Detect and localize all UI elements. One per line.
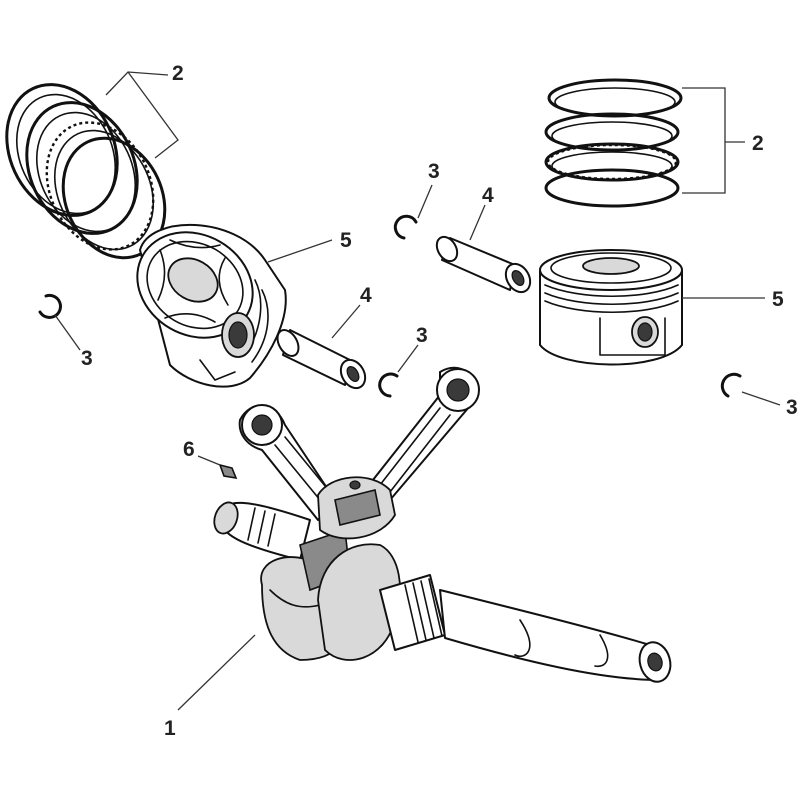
callout-pin-right: 4 — [482, 184, 494, 207]
crankshaft-assembly — [213, 366, 672, 683]
piston-left — [136, 224, 287, 388]
circlip-left — [38, 293, 62, 319]
callout-clip-right: 3 — [786, 396, 798, 419]
callout-crankshaft: 1 — [164, 717, 176, 740]
callout-pin-center: 4 — [360, 284, 372, 307]
callout-rings-right: 2 — [752, 132, 764, 155]
callout-piston-right: 5 — [772, 288, 784, 311]
callout-clip-center: 3 — [416, 324, 428, 347]
piston-pin-center — [276, 329, 367, 390]
callout-rings-left: 2 — [172, 62, 184, 85]
piston-pin-right — [435, 235, 532, 294]
callout-clip-left: 3 — [81, 347, 93, 370]
callout-key: 6 — [183, 438, 195, 461]
piston-rings-right — [544, 78, 683, 208]
leader-lines — [54, 71, 781, 711]
circlip-upper — [393, 214, 418, 240]
circlip-center — [378, 372, 399, 398]
piston-right — [539, 249, 683, 366]
circlip-right — [720, 372, 742, 398]
callout-clip-upper: 3 — [428, 160, 440, 183]
woodruff-key — [218, 463, 238, 480]
callout-piston-left: 5 — [340, 229, 352, 252]
